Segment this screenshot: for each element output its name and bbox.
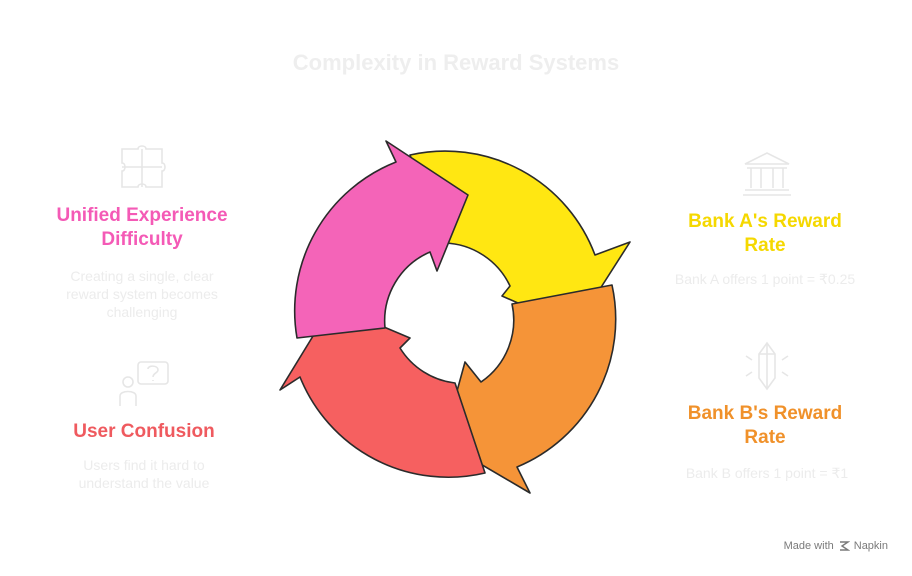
footer-attribution: Made with Napkin: [784, 540, 888, 552]
heading-bank-a: Bank A's Reward Rate: [688, 211, 842, 256]
desc-user-confusion: Users find it hard to understand the val…: [78, 457, 210, 491]
heading-user-confusion: User Confusion: [73, 421, 215, 442]
crystal-icon: [745, 341, 789, 391]
footer-brand: Napkin: [853, 540, 888, 552]
question-person-icon: [119, 361, 169, 406]
napkin-logo-icon: [839, 541, 850, 551]
desc-bank-b: Bank B offers 1 point = ₹1: [685, 465, 849, 481]
diagram-title: Complexity in Reward Systems: [292, 50, 620, 75]
puzzle-icon: [121, 145, 166, 188]
cycle-arc-orange: [442, 284, 617, 494]
heading-bank-b: Bank B's Reward Rate: [687, 403, 843, 448]
heading-unified-experience: Unified Experience Difficulty: [56, 205, 228, 250]
cycle-arc-red: [279, 304, 486, 478]
bank-icon: [743, 152, 791, 196]
desc-unified-experience: Creating a single, clear reward system b…: [66, 268, 218, 320]
cycle-arc-pink: [293, 140, 469, 339]
desc-bank-a: Bank A offers 1 point = ₹0.25: [674, 271, 856, 287]
footer-made-with: Made with: [783, 540, 834, 552]
